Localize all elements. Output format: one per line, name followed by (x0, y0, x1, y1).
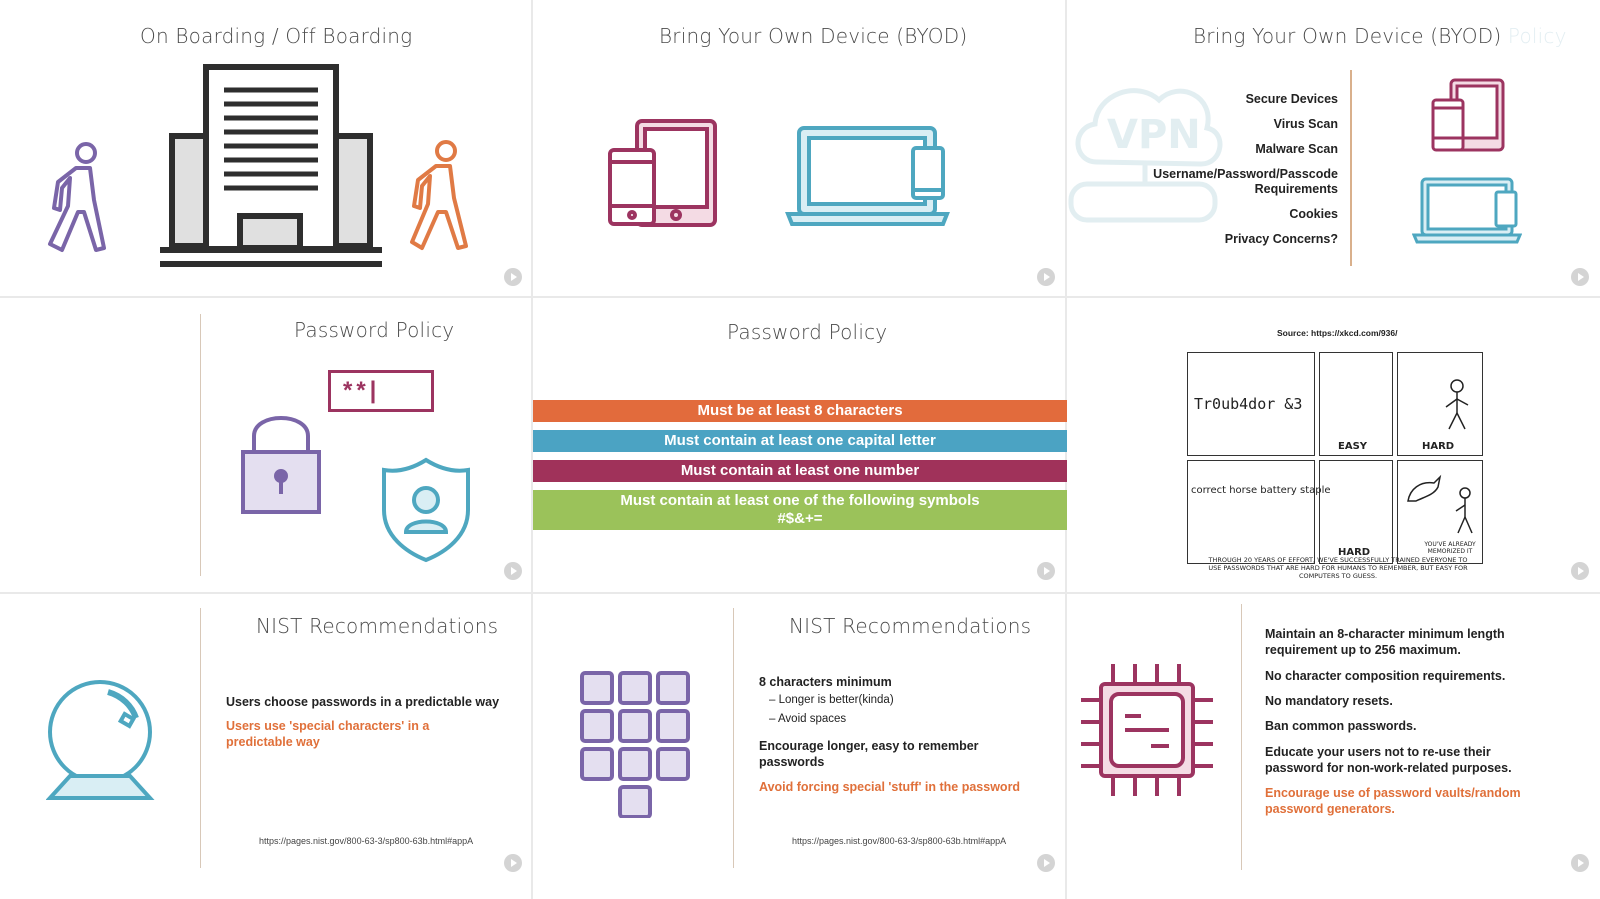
vpn-cloud-icon: VPN (1068, 88, 1223, 223)
play-button[interactable] (504, 268, 522, 286)
xkcd-comic: Tr0ub4dor &3 EASY HARD correct horse bat… (1187, 352, 1483, 566)
divider (200, 608, 201, 868)
divider (733, 608, 734, 868)
nist-item: Educate your users not to re-use their p… (1265, 745, 1512, 775)
policy-item: Secure Devices (1245, 92, 1338, 106)
slide-title: Password Policy (294, 318, 455, 342)
divider (1350, 70, 1352, 266)
keypad-icon (580, 671, 690, 818)
slide-onboarding[interactable]: On Boarding / Off Boarding (0, 0, 531, 296)
password-field-icon: **| (328, 370, 434, 412)
nist-item: Ban common passwords. (1265, 719, 1417, 733)
rule-bar: Must be at least 8 characters (533, 400, 1067, 422)
slide-title: Bring Your Own Device (BYOD) Policy (1193, 24, 1567, 48)
stick-figure-icon (1455, 487, 1473, 534)
slide-title: NIST Recommendations (256, 614, 499, 638)
nist-highlight: Avoid forcing special 'stuff' in the pas… (759, 780, 1021, 794)
nist-subitem-text: Avoid spaces (777, 713, 847, 725)
difficulty-label: EASY (1338, 441, 1368, 452)
horse-icon (1407, 474, 1442, 502)
slide-title: Password Policy (727, 320, 888, 344)
slide-nist-2[interactable]: NIST Recommendations 8 characters minimu… (533, 594, 1065, 899)
nist-heading: Encourage longer, easy to remember passw… (759, 739, 979, 769)
comic-phrase: correct horse battery staple (1191, 485, 1331, 496)
policy-item: Username/Password/Passcode Requirements (1153, 167, 1338, 196)
policy-item: Virus Scan (1273, 117, 1338, 131)
play-button[interactable] (1037, 562, 1055, 580)
difficulty-label: HARD (1338, 547, 1371, 558)
slide-title: On Boarding / Off Boarding (140, 24, 413, 48)
rule-bar: Must contain at least one of the followi… (533, 490, 1067, 530)
title-main: Bring Your Own Device (BYOD) (1193, 24, 1502, 48)
comic-panel: YOU'VE ALREADY MEMORIZED IT (1397, 460, 1483, 564)
slide-nist-1[interactable]: NIST Recommendations Users choose passwo… (0, 594, 531, 899)
slide-title: NIST Recommendations (789, 614, 1032, 638)
processor-chip-icon (1081, 664, 1213, 796)
play-button[interactable] (1571, 562, 1589, 580)
play-button[interactable] (1571, 268, 1589, 286)
nist-item: No mandatory resets. (1265, 694, 1393, 708)
source-label: Source: https://xkcd.com/936/ (1277, 328, 1398, 338)
play-button[interactable] (1037, 854, 1055, 872)
laptop-phone-icon (785, 126, 950, 226)
memory-label: YOU'VE ALREADY MEMORIZED IT (1424, 541, 1476, 555)
play-button[interactable] (504, 854, 522, 872)
play-button[interactable] (1037, 268, 1055, 286)
walking-person-orange-icon (410, 140, 468, 250)
title-faded: Policy (1507, 24, 1567, 48)
comic-panel: correct horse battery staple (1187, 460, 1331, 564)
nist-item: Maintain an 8-character minimum length r… (1265, 627, 1505, 657)
nist-line: Users choose passwords in a predictable … (226, 695, 500, 709)
office-building-icon (160, 64, 382, 267)
slide-title: Bring Your Own Device (BYOD) (659, 24, 968, 48)
nist-highlight: Encourage use of password vaults/random … (1265, 786, 1521, 816)
policy-item: Cookies (1289, 207, 1338, 221)
comic-word: Tr0ub4dor &3 (1194, 395, 1303, 413)
stick-figure-icon (1445, 379, 1469, 430)
comic-panel: HARD (1397, 352, 1483, 456)
nist-subitem-text: Longer is better(kinda) (778, 694, 894, 706)
nist-url: https://pages.nist.gov/800-63-3/sp800-63… (792, 836, 1007, 846)
shield-user-icon (382, 457, 470, 563)
rule-bar: Must contain at least one number (533, 460, 1067, 482)
walking-person-purple-icon (48, 142, 106, 252)
nist-subitem: – Avoid spaces (769, 713, 847, 725)
padlock-icon (241, 416, 321, 514)
slide-xkcd[interactable]: Source: https://xkcd.com/936/ Tr0ub4dor … (1067, 298, 1600, 592)
policy-item: Privacy Concerns? (1224, 232, 1338, 246)
divider (200, 314, 201, 576)
rule-bar: Must contain at least one capital letter (533, 430, 1067, 452)
comic-panel: Tr0ub4dor &3 (1187, 352, 1315, 456)
nist-highlight: Users use 'special characters' in a pred… (226, 719, 430, 749)
slide-byod[interactable]: Bring Your Own Device (BYOD) (533, 0, 1065, 296)
slide-password-policy-icons[interactable]: Password Policy **| (0, 298, 531, 592)
nist-url: https://pages.nist.gov/800-63-3/sp800-63… (259, 836, 474, 846)
play-button[interactable] (1571, 854, 1589, 872)
nist-subitem: – Longer is better(kinda) (769, 694, 894, 706)
comic-panel: HARD (1319, 460, 1393, 564)
slide-byod-policy[interactable]: Bring Your Own Device (BYOD) Policy VPN … (1067, 0, 1600, 296)
slide-nist-3[interactable]: Maintain an 8-character minimum length r… (1067, 594, 1600, 899)
byod-policy-list: Secure Devices Virus Scan Malware Scan U… (1138, 92, 1338, 257)
play-button[interactable] (504, 562, 522, 580)
crystal-ball-icon (46, 680, 155, 800)
password-field-text: **| (343, 377, 381, 404)
laptop-phone-icon (1412, 177, 1522, 244)
divider (1241, 604, 1242, 870)
memory-label: HARD (1422, 441, 1455, 452)
nist-item: No character composition requirements. (1265, 669, 1506, 683)
comic-panel: EASY (1319, 352, 1393, 456)
phone-tablet-icon (608, 119, 717, 227)
phone-tablet-icon (1431, 78, 1505, 152)
nist-heading: 8 characters minimum (759, 675, 892, 689)
comic-caption: THROUGH 20 YEARS OF EFFORT, WE'VE SUCCES… (1208, 556, 1468, 580)
policy-item: Malware Scan (1255, 142, 1338, 156)
vpn-label: VPN (1107, 112, 1201, 158)
